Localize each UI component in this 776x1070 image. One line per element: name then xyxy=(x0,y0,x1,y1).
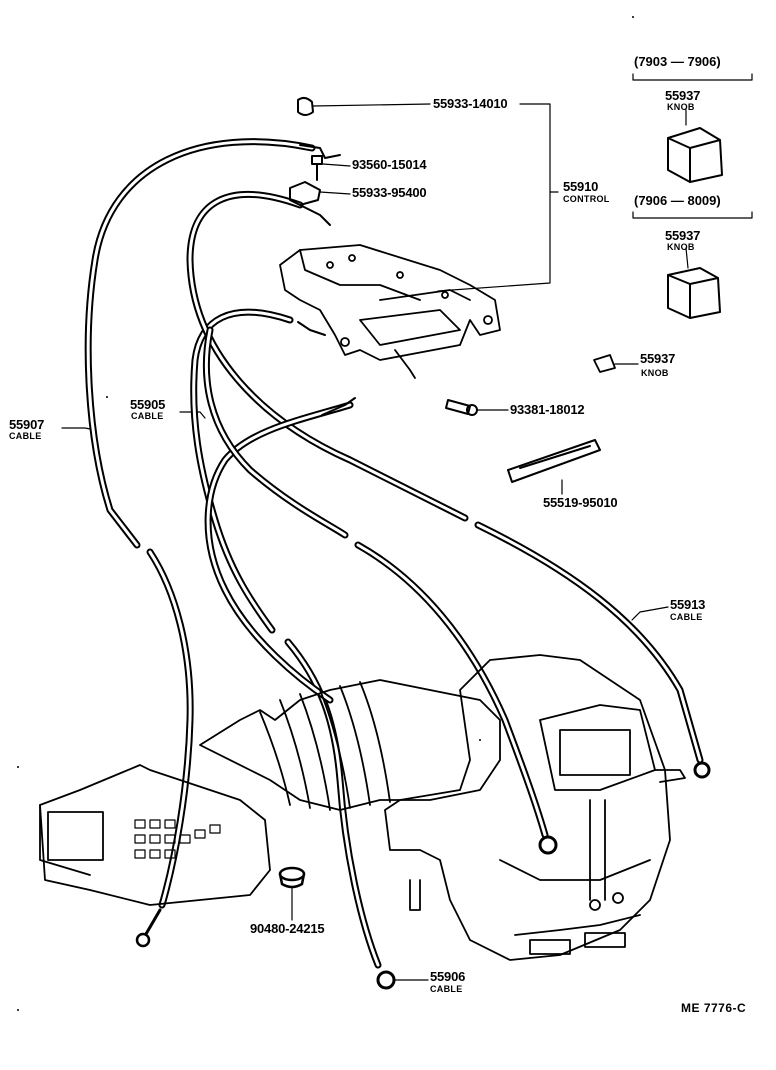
label-55907-sub: CABLE xyxy=(9,431,42,441)
label-55906: 55906 xyxy=(430,969,466,984)
clip-55933-14010 xyxy=(297,96,314,116)
label-93381-18012: 93381-18012 xyxy=(510,402,585,417)
plate-55519-95010 xyxy=(507,439,601,483)
label-range-7906-8009: (7906 — 8009) xyxy=(634,193,721,208)
label-55519-95010: 55519-95010 xyxy=(543,495,618,510)
cable-55907 xyxy=(84,138,316,948)
leader-lines xyxy=(61,73,753,981)
label-93560-15014: 93560-15014 xyxy=(352,157,427,172)
knob-55937-c xyxy=(593,354,616,373)
label-55907: 55907 xyxy=(9,417,45,432)
label-55937-a: 55937 xyxy=(665,88,701,103)
label-55905-sub: CABLE xyxy=(131,411,164,421)
knob-55937-b xyxy=(667,267,721,319)
label-55910: 55910 xyxy=(563,179,599,194)
screw-93560-15014 xyxy=(311,155,323,181)
label-55906-sub: CABLE xyxy=(430,984,463,994)
grommet-90480-24215 xyxy=(278,866,306,889)
clamp-55933-95400 xyxy=(289,181,331,226)
knob-55937-a xyxy=(667,127,723,183)
label-55933-14010: 55933-14010 xyxy=(433,96,508,111)
label-range-7903-7906: (7903 — 7906) xyxy=(634,54,721,69)
cable-center xyxy=(202,326,558,855)
cable-55905 xyxy=(190,308,396,990)
label-55937-b-sub: KNOB xyxy=(667,242,695,252)
scatter-dots xyxy=(17,16,634,1011)
screw-93381-18012 xyxy=(445,399,478,416)
drawing-code: ME 7776-C xyxy=(681,1001,747,1015)
label-55937-c-sub: KNOB xyxy=(641,368,669,378)
label-90480-24215: 90480-24215 xyxy=(250,921,325,936)
label-55905: 55905 xyxy=(130,397,166,412)
label-55937-b: 55937 xyxy=(665,228,701,243)
label-55910-sub: CONTROL xyxy=(563,194,610,204)
label-55937-a-sub: KNOB xyxy=(667,102,695,112)
air-duct xyxy=(39,679,501,906)
label-55913-sub: CABLE xyxy=(670,612,703,622)
heater-unit xyxy=(384,654,686,961)
label-55913: 55913 xyxy=(670,597,706,612)
control-assembly xyxy=(279,244,501,379)
cable-55913 xyxy=(186,190,711,779)
label-55933-95400: 55933-95400 xyxy=(352,185,427,200)
label-55937-c: 55937 xyxy=(640,351,676,366)
